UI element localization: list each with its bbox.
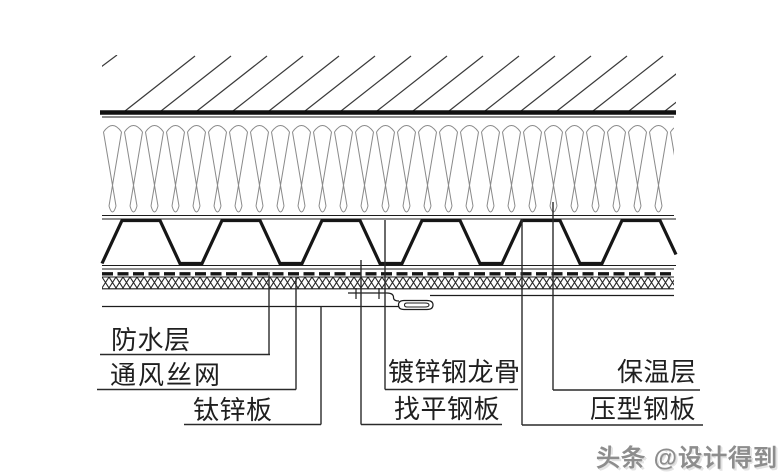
zinc-panel-and-seam bbox=[102, 288, 674, 311]
watermark-text: 头条 @设计得到 bbox=[596, 445, 779, 472]
label-profiled-steel-sheet: 压型钢板 bbox=[590, 394, 697, 424]
seam-clip-outer bbox=[397, 299, 434, 311]
seam-clip-inner bbox=[403, 302, 430, 308]
ventilation-mesh-band bbox=[102, 276, 674, 290]
label-galvanized-steel-keel: 镀锌钢龙骨 bbox=[388, 357, 521, 387]
insulation-band bbox=[102, 118, 674, 217]
label-waterproof-layer: 防水层 bbox=[111, 325, 191, 355]
label-titanium-zinc-panel: 钛锌板 bbox=[193, 395, 273, 425]
deck-line bbox=[100, 110, 676, 118]
leader-lines bbox=[97, 202, 703, 426]
label-leveling-steel-plate: 找平钢板 bbox=[394, 394, 501, 424]
profiled-steel-sheet bbox=[100, 218, 678, 270]
top-hatch-layer bbox=[102, 55, 676, 112]
label-ventilation-mesh: 通风丝网 bbox=[110, 360, 223, 390]
label-insulation-layer: 保温层 bbox=[617, 357, 697, 387]
